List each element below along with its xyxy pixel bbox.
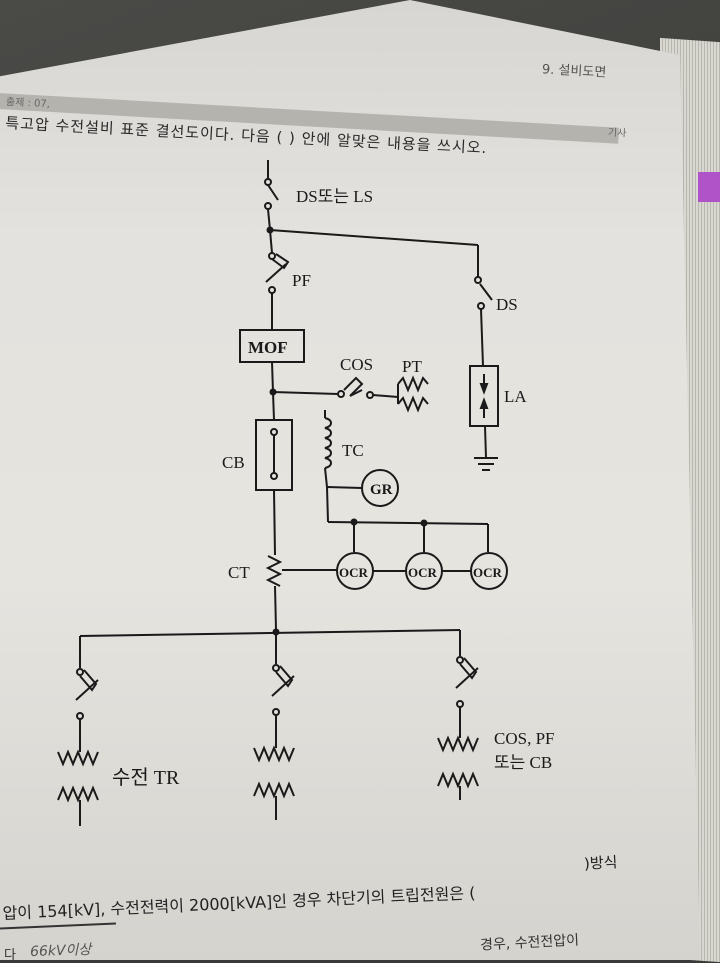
pt-coil-top [397,375,429,393]
junction-cos [269,388,277,396]
cut-off-left: 다 [4,948,16,963]
ds-ls-blade [267,184,279,201]
handwritten-note: 66kV이상 [29,941,92,961]
gr-relay-circle [361,469,399,507]
label-ocr-3: OCR [473,565,503,580]
label-ocr-1: OCR [339,565,369,580]
branch-line-la [269,229,479,246]
label-pf: PF [292,271,311,290]
label-protect-2: 또는 CB [494,753,552,772]
book-page [0,0,700,960]
transformer-primary-1 [57,749,99,767]
cb-contact-bottom [270,472,278,480]
transformer-secondary-3 [437,771,479,789]
label-tc: TC [342,441,364,460]
junction-top [266,226,274,234]
transformer-primary-3 [437,735,479,753]
label-mof: MOF [248,338,288,357]
label-cb: CB [222,453,245,472]
ds-la-contact-top [474,276,482,284]
ct-coil [265,555,283,587]
cos-fuse [343,376,364,397]
pf-contact-top [268,252,276,260]
ds-ls-contact-bottom [264,202,272,210]
feeder2-cos [275,665,294,688]
answer-method-tail: )방식 [583,853,618,873]
junction-ocr1 [350,518,358,526]
pf-contact-bottom [268,286,276,294]
ds-la-contact-bottom [477,302,485,310]
feeder1-cos [79,669,98,692]
label-ct: CT [228,563,250,582]
label-pt: PT [402,357,422,376]
label-ocr-2: OCR [408,565,438,580]
cos-contact-right [366,391,374,399]
label-ds: DS [496,295,518,314]
label-protect-1: COS, PF [494,729,554,748]
pt-coil-bottom [397,395,429,413]
cb-contact-top [270,428,278,436]
cos-contact-left [337,390,345,398]
junction-ocr2 [420,519,428,527]
bus-bar [79,629,461,637]
bookmark-tab [698,172,720,202]
transformer-secondary-2 [253,781,295,799]
label-cos: COS [340,355,373,374]
tc-coil [324,417,332,469]
transformer-secondary-1 [57,785,99,803]
label-la: LA [504,387,527,406]
feeder3-cos [459,657,478,680]
junction-bus [272,628,280,636]
label-ds-ls: DS또는 LS [296,187,373,206]
label-transformer: 수전 TR [112,766,180,789]
ds-ls-contact-top [264,178,272,186]
la-box [469,365,499,427]
label-gr: GR [370,482,393,498]
transformer-primary-2 [253,745,295,763]
